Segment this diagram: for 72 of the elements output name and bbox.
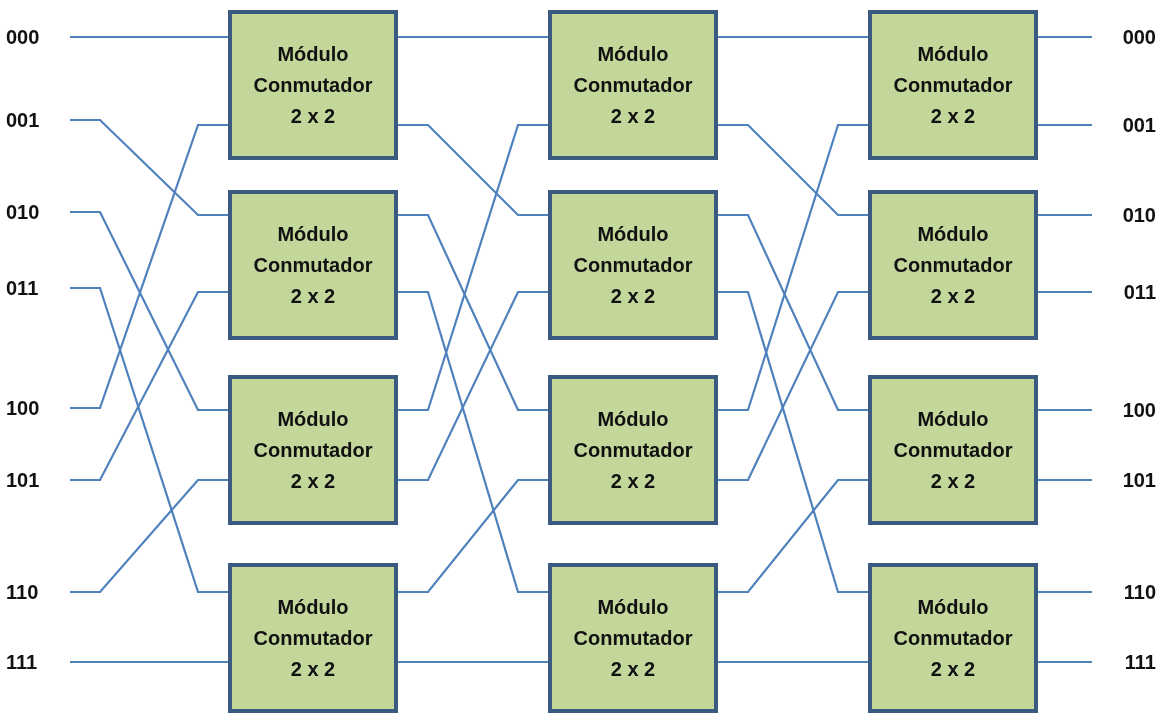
switch-module-box: [548, 190, 718, 340]
port-address-label: 101: [6, 468, 40, 492]
connector-line: [398, 660, 548, 664]
port-address-label: 110: [1123, 580, 1156, 604]
module-label: Módulo Conmutador 2 x 2: [572, 41, 694, 129]
port-address-label: 011: [6, 276, 39, 300]
connector-line: [1038, 590, 1092, 594]
module-label: Módulo Conmutador 2 x 2: [252, 221, 374, 309]
port-address-label: 100: [6, 396, 40, 420]
connector-line: [70, 35, 228, 39]
connector-line: [1038, 213, 1092, 217]
connector-line: [70, 210, 228, 412]
port-address-label: 010: [6, 200, 40, 224]
connector-line: [398, 123, 548, 217]
switch-module-box: [228, 10, 398, 160]
switch-module-box: [868, 190, 1038, 340]
switch-module-box: [868, 10, 1038, 160]
port-address-label: 011: [1123, 280, 1156, 304]
switch-module-box: [228, 375, 398, 525]
port-address-label: 110: [6, 580, 39, 604]
connector-line: [70, 290, 228, 482]
module-label: Módulo Conmutador 2 x 2: [572, 594, 694, 682]
connector-line: [718, 660, 868, 664]
connector-line: [1038, 478, 1092, 482]
connector-line: [1038, 660, 1092, 664]
connector-line: [398, 35, 548, 39]
module-label: Módulo Conmutador 2 x 2: [252, 594, 374, 682]
connector-line: [70, 123, 228, 410]
module-label: Módulo Conmutador 2 x 2: [892, 594, 1014, 682]
connector-line: [1038, 123, 1092, 127]
connector-line: [70, 286, 228, 594]
connector-line: [1038, 35, 1092, 39]
module-label: Módulo Conmutador 2 x 2: [892, 406, 1014, 494]
switch-module-box: [228, 563, 398, 713]
connector-line: [718, 478, 868, 594]
connector-line: [398, 290, 548, 594]
connector-line: [718, 290, 868, 594]
switch-module-box: [548, 375, 718, 525]
connector-line: [70, 660, 228, 664]
port-address-label: 001: [1122, 113, 1156, 137]
connector-line: [70, 478, 228, 594]
module-label: Módulo Conmutador 2 x 2: [252, 406, 374, 494]
switch-module-box: [868, 563, 1038, 713]
connector-line: [718, 35, 868, 39]
port-address-label: 000: [6, 25, 40, 49]
connector-line: [718, 123, 868, 412]
port-address-label: 001: [6, 108, 40, 132]
connector-line: [1038, 408, 1092, 412]
port-address-label: 111: [6, 650, 38, 674]
connector-line: [718, 123, 868, 217]
port-address-label: 100: [1122, 398, 1156, 422]
connector-line: [398, 213, 548, 412]
module-label: Módulo Conmutador 2 x 2: [252, 41, 374, 129]
module-label: Módulo Conmutador 2 x 2: [892, 221, 1014, 309]
port-address-label: 111: [1124, 650, 1156, 674]
port-address-label: 010: [1122, 203, 1156, 227]
connector-line: [718, 213, 868, 412]
port-address-label: 101: [1122, 468, 1156, 492]
connector-line: [398, 123, 548, 412]
switch-module-box: [228, 190, 398, 340]
connector-line: [398, 478, 548, 594]
connector-line: [398, 290, 548, 482]
port-address-label: 000: [1122, 25, 1156, 49]
connector-line: [70, 118, 228, 217]
module-label: Módulo Conmutador 2 x 2: [572, 221, 694, 309]
switch-module-box: [548, 10, 718, 160]
switch-module-box: [868, 375, 1038, 525]
connector-line: [718, 290, 868, 482]
module-label: Módulo Conmutador 2 x 2: [892, 41, 1014, 129]
connector-line: [1038, 290, 1092, 294]
module-label: Módulo Conmutador 2 x 2: [572, 406, 694, 494]
switch-module-box: [548, 563, 718, 713]
